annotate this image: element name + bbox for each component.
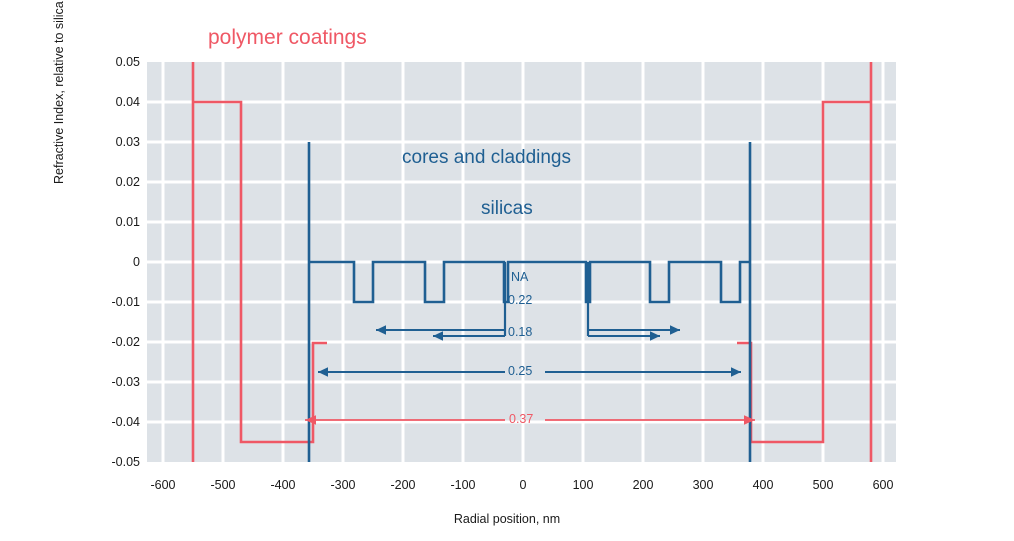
y-tick: -0.01 bbox=[111, 295, 141, 309]
polymer-right-profile bbox=[737, 100, 871, 444]
y-tick: 0 bbox=[133, 255, 140, 269]
y-tick: 0.04 bbox=[115, 95, 140, 109]
silica-step-index-profile bbox=[309, 260, 750, 304]
cores-claddings-label: cores and claddings bbox=[402, 147, 571, 168]
y-tick: 0.01 bbox=[115, 215, 140, 229]
silicas-label: silicas bbox=[481, 198, 533, 219]
na-label: NA bbox=[511, 270, 529, 284]
x-tick: 300 bbox=[692, 478, 714, 492]
na-022-value: 0.22 bbox=[508, 293, 533, 307]
y-axis-ticks: 0.05 0.04 0.03 0.02 0.01 0 -0.01 -0.02 -… bbox=[78, 0, 141, 541]
x-tick: -200 bbox=[390, 478, 416, 492]
x-tick: 200 bbox=[632, 478, 654, 492]
x-tick: -300 bbox=[330, 478, 356, 492]
y-tick: 0.02 bbox=[115, 175, 140, 189]
x-tick: -400 bbox=[270, 478, 296, 492]
na-018-value: 0.18 bbox=[508, 325, 533, 339]
x-tick: 500 bbox=[812, 478, 834, 492]
x-tick: -500 bbox=[210, 478, 236, 492]
y-tick: -0.04 bbox=[111, 415, 141, 429]
na-025-value: 0.25 bbox=[508, 364, 533, 378]
x-tick: 0 bbox=[519, 478, 527, 492]
y-tick: -0.02 bbox=[111, 335, 141, 349]
x-axis-title: Radial position, nm bbox=[453, 512, 561, 526]
x-tick: 100 bbox=[572, 478, 594, 492]
y-tick: 0.03 bbox=[115, 135, 140, 149]
y-tick: -0.03 bbox=[111, 375, 141, 389]
x-tick: 600 bbox=[872, 478, 894, 492]
polymer-left-profile bbox=[193, 100, 327, 444]
y-tick: -0.05 bbox=[111, 455, 141, 469]
x-tick: -100 bbox=[450, 478, 476, 492]
x-tick: -600 bbox=[150, 478, 176, 492]
na-037-value: 0.37 bbox=[509, 412, 534, 426]
y-tick: 0.05 bbox=[115, 55, 140, 69]
polymer-coatings-label: polymer coatings bbox=[208, 26, 367, 49]
x-tick: 400 bbox=[752, 478, 774, 492]
